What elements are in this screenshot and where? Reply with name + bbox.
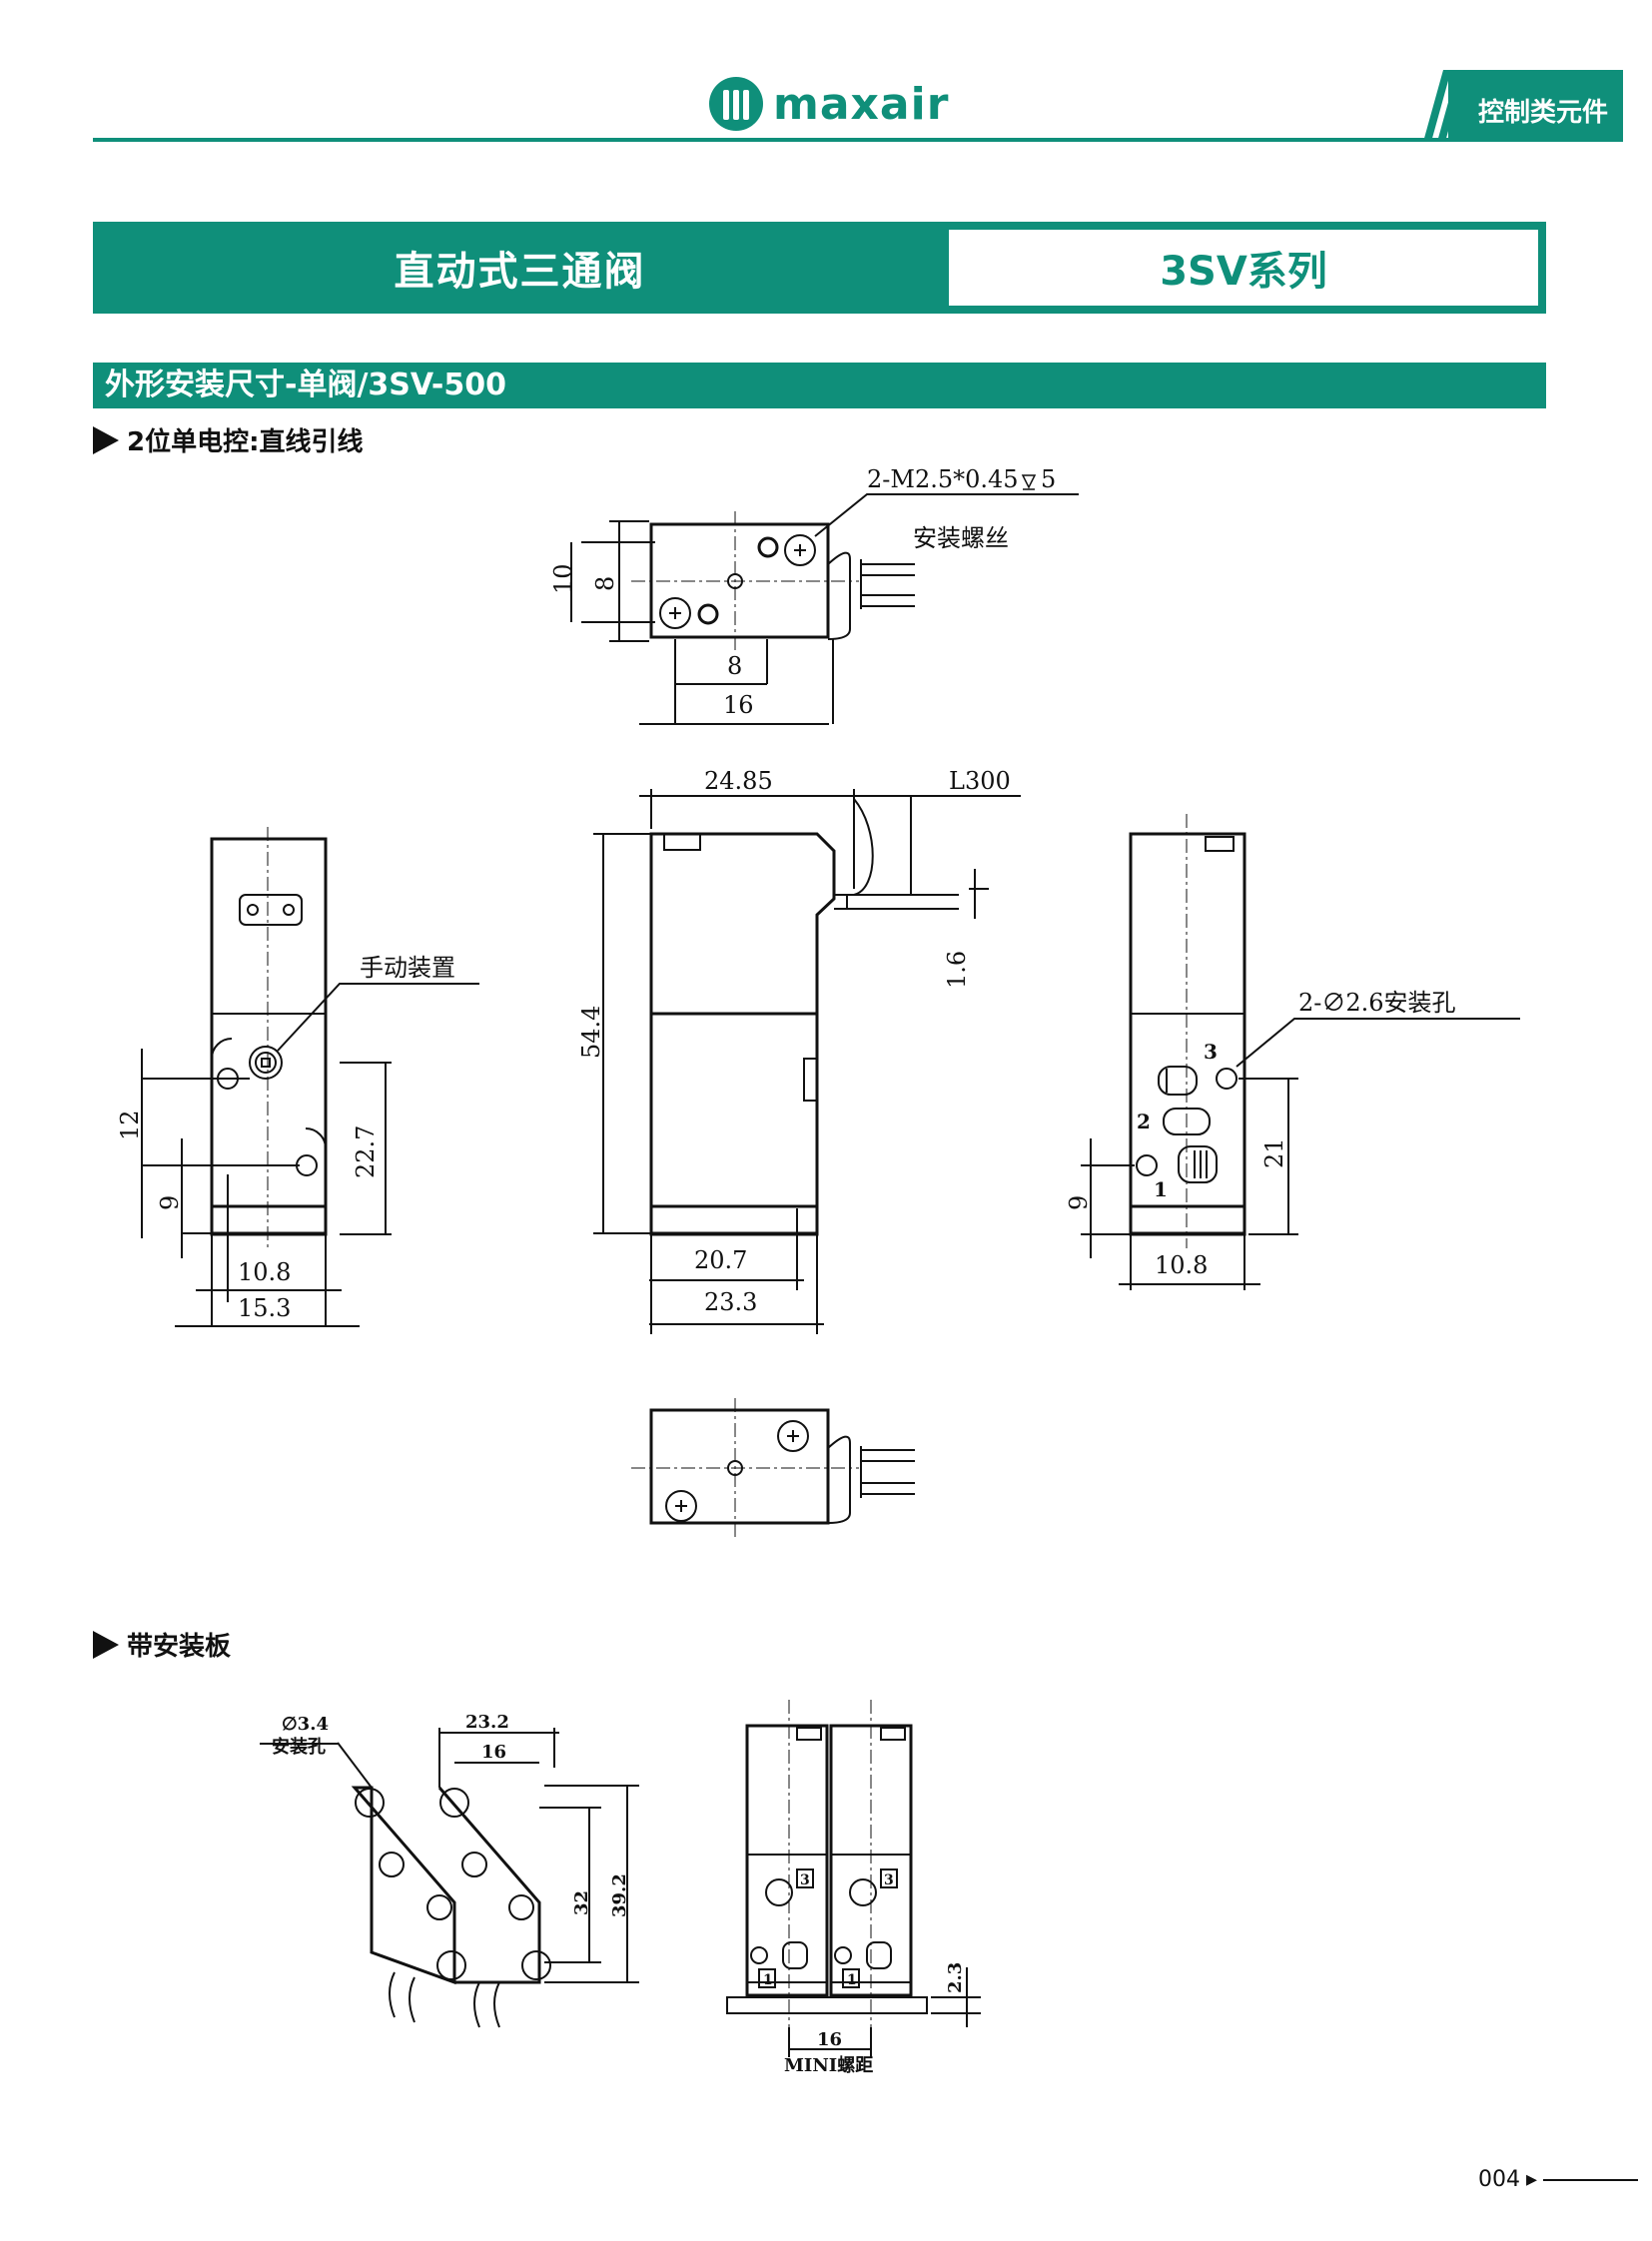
brand-logo: maxair (709, 74, 949, 134)
brand-name: maxair (773, 78, 950, 130)
dim-10-8: 10.8 (238, 1258, 291, 1286)
hole-label: 2-∅2.6安装孔 (1298, 989, 1456, 1017)
dim-23-2: 23.2 (465, 1712, 509, 1733)
plate-port-3-b: 3 (884, 1872, 894, 1888)
subsection-direct-lead: 2位单电控:直线引线 (93, 421, 364, 458)
dim-21: 21 (1260, 1137, 1288, 1168)
dim-9: 9 (156, 1195, 184, 1210)
triangle-bullet-icon (93, 425, 119, 454)
dim-15-3: 15.3 (238, 1294, 291, 1322)
dim-L300: L300 (949, 767, 1011, 795)
page-number: 004 ▸ (1478, 2167, 1639, 2192)
dim-20-7: 20.7 (694, 1246, 747, 1274)
port-1-label: 1 (1154, 1177, 1168, 1201)
dim-2-3: 2.3 (945, 1962, 966, 1993)
dim-9-right: 9 (1065, 1195, 1093, 1210)
plate-isometric: ∅3.4 安装孔 23.2 16 32 39.2 (260, 1712, 639, 2028)
plate-port-1-a: 1 (763, 1972, 773, 1988)
category-tab (1448, 70, 1623, 142)
dim-23-3: 23.3 (704, 1288, 757, 1316)
dim-54-4: 54.4 (577, 1006, 605, 1059)
plate-port-3-a: 3 (800, 1872, 810, 1888)
page-rule (1543, 2178, 1639, 2181)
triangle-bullet-icon (93, 1630, 119, 1659)
dim-16-plate: 16 (481, 1742, 506, 1763)
logo-mark-icon (709, 77, 763, 131)
subsection-mount-plate: 带安装板 (93, 1626, 231, 1663)
dim-8h: 8 (727, 652, 742, 680)
screw-depth: 5 (1041, 465, 1056, 493)
top-view: 2-M2.5*0.45 5 安装螺丝 10 8 8 16 (549, 465, 1079, 725)
dim-16-pitch: 16 (817, 2029, 842, 2050)
bottom-view (631, 1398, 915, 1538)
dim-10-8-right: 10.8 (1155, 1251, 1208, 1279)
screw-spec: 2-M2.5*0.45 (867, 465, 1019, 493)
dim-32: 32 (571, 1890, 592, 1915)
front-view: 手动装置 12 9 22.7 10.8 15.3 (116, 827, 479, 1327)
section-header: 外形安装尺寸-单阀/3SV-500 (93, 363, 1546, 408)
port-3-label: 3 (1204, 1040, 1218, 1064)
screw-label: 安装螺丝 (913, 524, 1009, 552)
page-arrow-icon: ▸ (1526, 2167, 1538, 2192)
dim-16: 16 (723, 691, 754, 719)
dim-1-6: 1.6 (943, 951, 971, 989)
manual-label: 手动装置 (360, 954, 455, 982)
side-view: 24.85 L300 54.4 1.6 20.7 23.3 (577, 767, 1021, 1334)
header-rule (93, 138, 1576, 142)
page-number-text: 004 (1478, 2167, 1520, 2192)
mini-pitch-label: MINI螺距 (784, 2055, 873, 2076)
dim-8v: 8 (591, 576, 619, 591)
plate-hole-label: 安装孔 (272, 1736, 326, 1758)
port-2-label: 2 (1137, 1110, 1151, 1133)
dim-10: 10 (549, 563, 577, 594)
product-title: 直动式三通阀 (394, 249, 646, 295)
plate-port-1-b: 1 (847, 1972, 857, 1988)
series-title: 3SV系列 (949, 230, 1538, 306)
dim-39-2: 39.2 (609, 1873, 630, 1917)
dim-24-85: 24.85 (704, 767, 773, 795)
port-view: 2-∅2.6安装孔 3 2 1 21 9 10.8 (1065, 814, 1520, 1290)
subsection-label: 带安装板 (127, 1632, 232, 1662)
plate-hole-dia: ∅3.4 (282, 1714, 329, 1735)
category-label: 控制类元件 (1478, 98, 1609, 128)
dim-12: 12 (116, 1110, 144, 1140)
plate-front: 3 3 1 1 2.3 16 MINI螺距 (726, 1700, 981, 2076)
subsection-label: 2位单电控:直线引线 (127, 427, 364, 457)
dim-22-7: 22.7 (352, 1125, 380, 1178)
